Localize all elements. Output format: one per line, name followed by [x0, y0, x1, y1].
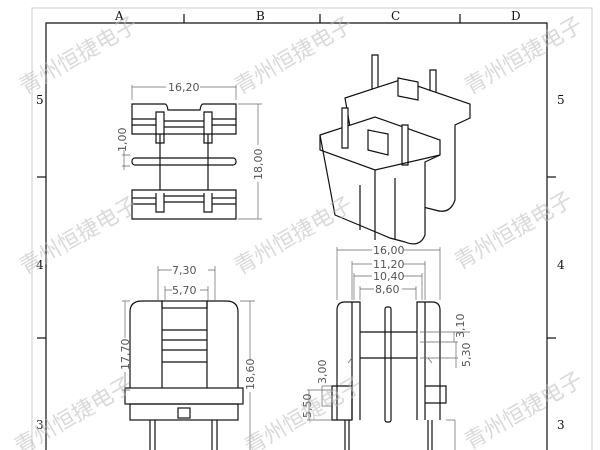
dim-16-00: 16,00 — [373, 244, 405, 257]
dim-16-20: 16,20 — [168, 81, 200, 94]
watermark: 青州恒捷电子 — [241, 373, 368, 450]
top-view-dimensions — [122, 85, 262, 220]
dim-1-00: 1,00 — [116, 128, 129, 153]
dim-5-30: 5,30 — [460, 343, 473, 368]
row-label-4-right: 4 — [557, 258, 565, 272]
front-view — [124, 300, 244, 450]
watermark: 青州恒捷电子 — [231, 13, 358, 101]
dim-7-30: 7,30 — [172, 264, 197, 277]
dim-17-70: 17,70 — [119, 339, 132, 371]
top-view — [131, 103, 237, 220]
dim-5-50: 5,50 — [301, 394, 314, 419]
col-label-c: C — [391, 9, 400, 23]
dim-18-60: 18,60 — [244, 359, 257, 391]
dim-8-60: 8,60 — [375, 283, 400, 296]
dim-11-20: 11,20 — [373, 258, 405, 271]
watermark: 青州恒捷电子 — [16, 13, 143, 101]
side-view — [331, 301, 447, 450]
dim-3-10: 3,10 — [454, 314, 467, 339]
col-label-d: D — [511, 9, 521, 23]
grid-ticks — [37, 14, 556, 339]
watermark: 青州恒捷电子 — [11, 373, 138, 450]
row-label-3-left: 3 — [36, 418, 44, 432]
row-label-5-right: 5 — [557, 93, 565, 107]
outer-frame — [31, 7, 593, 450]
row-label-5-left: 5 — [36, 93, 44, 107]
watermark: 青州恒捷电子 — [461, 13, 588, 101]
dim-10-40: 10,40 — [373, 270, 405, 283]
dim-18-00: 18,00 — [252, 149, 265, 181]
col-label-a: A — [114, 9, 124, 23]
watermark: 青州恒捷电子 — [461, 368, 588, 450]
inner-frame — [45, 22, 548, 450]
dim-5-70: 5,70 — [172, 284, 197, 297]
watermarks: 青州恒捷电子 青州恒捷电子 青州恒捷电子 青州恒捷电子 青州恒捷电子 青州恒捷电… — [11, 13, 588, 450]
col-label-b: B — [256, 9, 265, 23]
row-label-4-left: 4 — [36, 258, 44, 272]
dim-3-00: 3,00 — [316, 360, 329, 385]
front-view-dimensions — [122, 266, 255, 450]
watermark: 青州恒捷电子 — [231, 193, 358, 281]
isometric-view — [319, 54, 471, 245]
watermark: 青州恒捷电子 — [16, 193, 143, 281]
row-label-3-right: 3 — [557, 418, 565, 432]
side-view-dimensions — [307, 247, 470, 450]
